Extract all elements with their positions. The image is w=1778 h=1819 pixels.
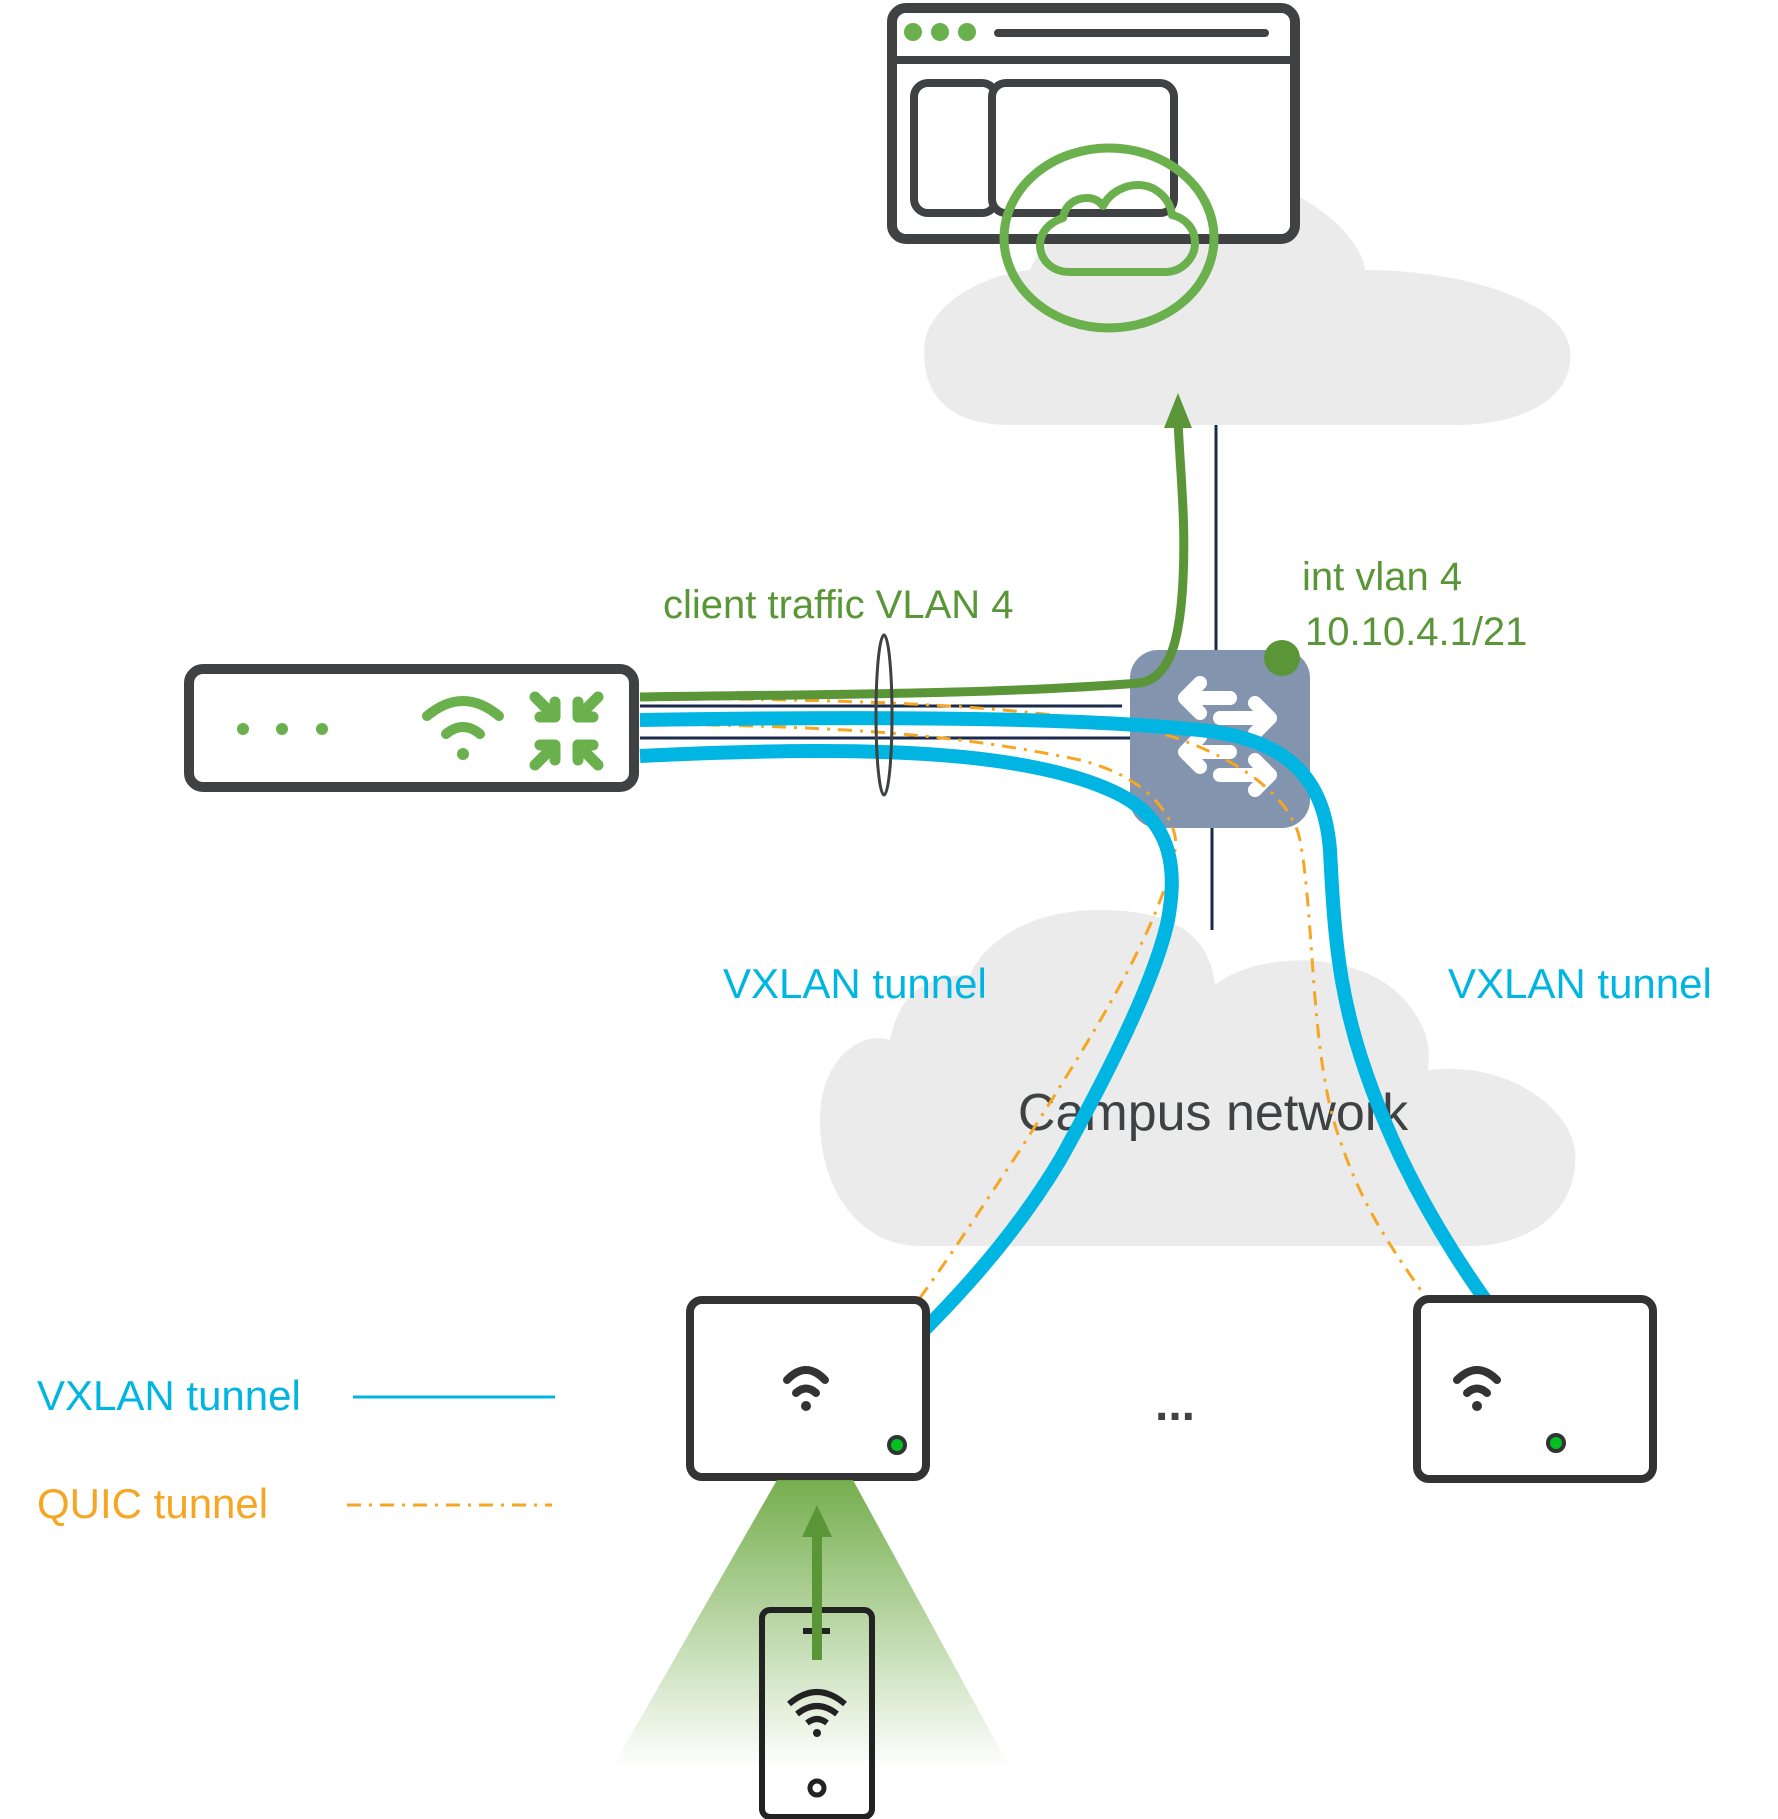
wifi-icon <box>1453 1366 1501 1411</box>
web-app-icon[interactable] <box>887 3 1300 244</box>
status-led <box>1546 1433 1566 1453</box>
compress-arrows-icon <box>529 691 604 771</box>
dot-icon <box>316 723 328 735</box>
window-dot-icon <box>904 23 922 41</box>
window-dot-icon <box>931 23 949 41</box>
svi-ip-label: 10.10.4.1/21 <box>1305 610 1527 654</box>
wifi-icon <box>783 1366 829 1411</box>
access-point-n[interactable] <box>1413 1295 1657 1483</box>
status-led <box>887 1435 907 1455</box>
wifi-icon <box>787 1689 847 1737</box>
access-point-1[interactable] <box>686 1296 930 1481</box>
legend-vxlan-label: VXLAN tunnel <box>37 1372 301 1419</box>
legend-quic-label: QUIC tunnel <box>37 1480 268 1527</box>
vxlan-tunnel-left <box>639 743 1179 1404</box>
arrow-up-icon <box>802 1505 832 1537</box>
vxlan-tunnel-right-label: VXLAN tunnel <box>1448 960 1712 1007</box>
vxlan-tunnel-right <box>639 711 1566 1403</box>
quic-tunnel-left <box>639 722 1178 1372</box>
window-dot-icon <box>958 23 976 41</box>
arrow-up-icon <box>1164 393 1192 428</box>
wifi-icon <box>422 696 504 760</box>
home-button <box>807 1778 827 1798</box>
svi-dot <box>1264 640 1300 676</box>
cloud-app-icon <box>999 143 1219 333</box>
quic-tunnel-right <box>639 696 1477 1371</box>
legend: VXLAN tunnel QUIC tunnel <box>37 1372 555 1527</box>
more-aps-ellipsis: ... <box>1155 1378 1195 1431</box>
client-traffic-label: client traffic VLAN 4 <box>663 583 1014 627</box>
port-channel-ellipse <box>874 633 894 797</box>
dot-icon <box>237 723 249 735</box>
client-traffic-path <box>639 419 1189 702</box>
vxlan-tunnel-left-label: VXLAN tunnel <box>723 960 987 1007</box>
dot-icon <box>276 723 288 735</box>
wireless-controller[interactable] <box>184 664 639 792</box>
campus-cloud: Campus network <box>820 910 1576 1246</box>
svi-name-label: int vlan 4 <box>1302 555 1462 599</box>
wireless-beam <box>612 1480 1010 1768</box>
